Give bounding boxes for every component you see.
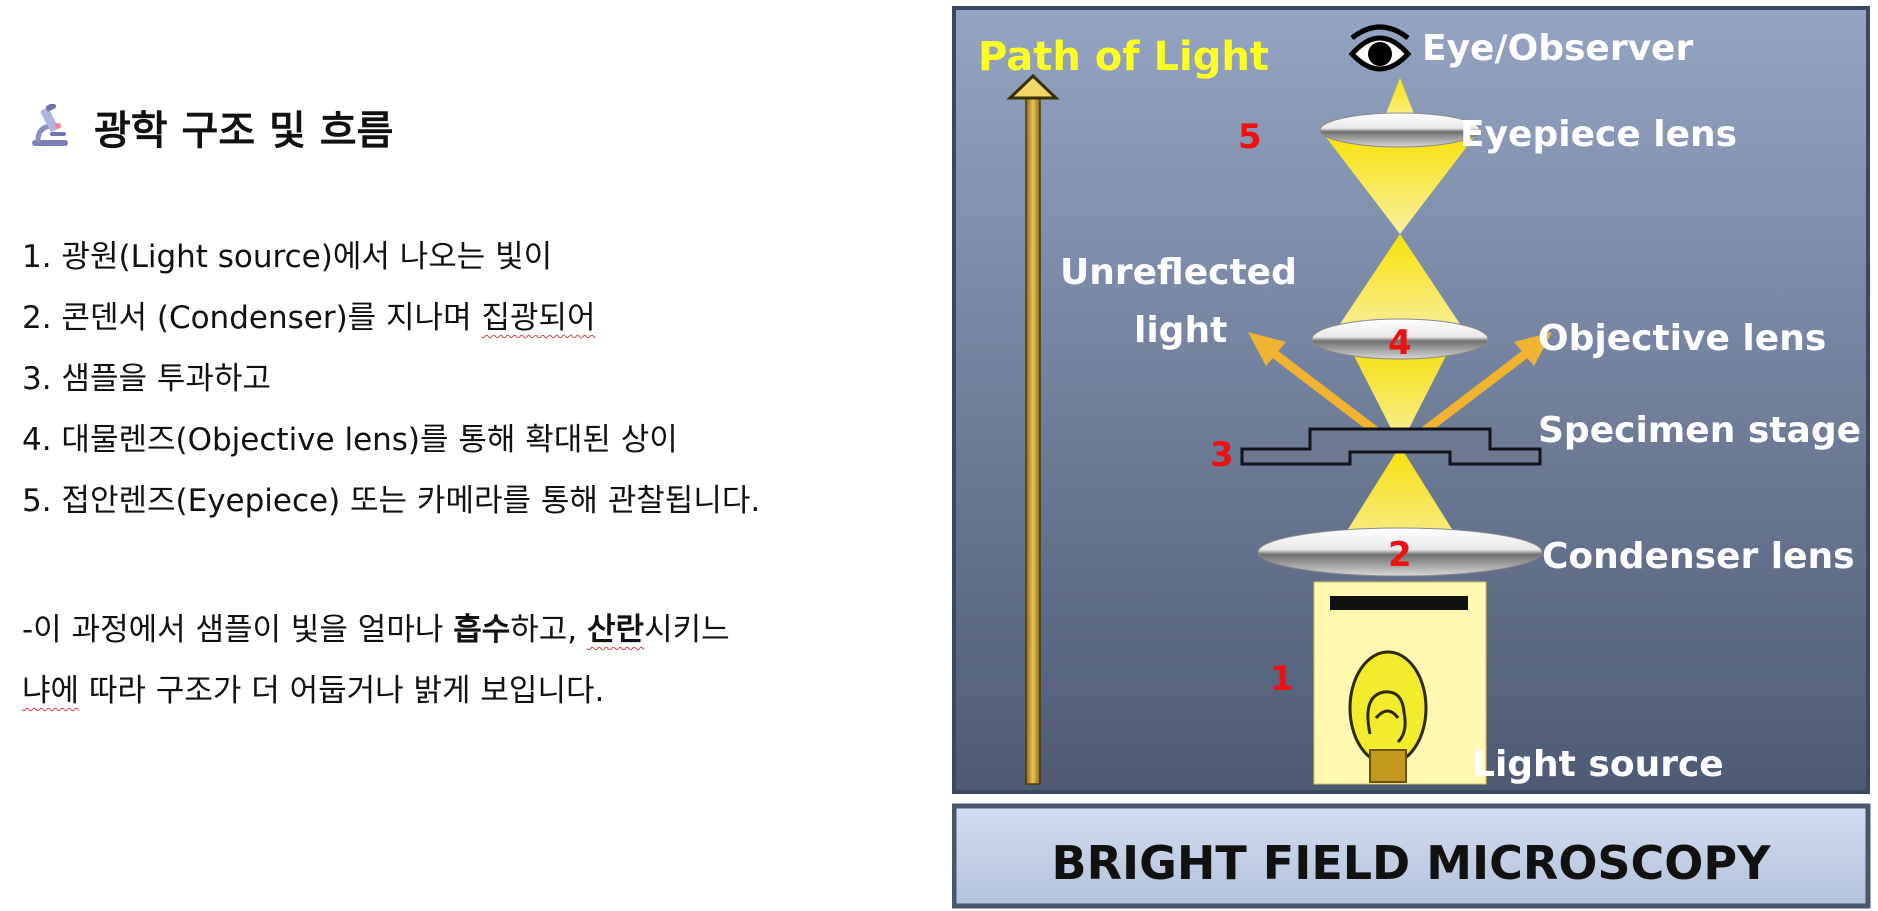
heading-text: 광학 구조 및 흐름 <box>94 108 394 154</box>
note-text: 하고, <box>510 612 588 648</box>
eyepiece-lens-shape <box>1319 112 1481 148</box>
bold-absorb: 흡수 <box>453 612 511 648</box>
objective-lens-shape <box>1311 318 1489 360</box>
spellcheck-word[interactable]: 냐에 <box>22 673 80 709</box>
condenser-lens-label: Condenser lens <box>1542 536 1855 577</box>
step-item: 1. 광원(Light source)에서 나오는 빛이 <box>22 234 760 295</box>
light-source-label: Light source <box>1472 744 1724 785</box>
eyepiece-lens-label: Eyepiece lens <box>1460 114 1737 155</box>
specimen-stage-shape <box>1240 427 1542 466</box>
step-text: 1. 광원(Light source)에서 나오는 빛이 <box>22 239 553 275</box>
step-text: 4. 대물렌즈(Objective lens)를 통해 확대된 상이 <box>22 422 678 458</box>
step-item: 5. 접안렌즈(Eyepiece) 또는 카메라를 통해 관찰됩니다. <box>22 478 760 539</box>
note-text: 시키느 <box>644 612 730 648</box>
section-heading: 광학 구조 및 흐름 <box>28 98 393 156</box>
step-number-3: 3 <box>1210 435 1234 475</box>
note-line-2: 냐에 따라 구조가 더 어둡거나 밝게 보입니다. <box>22 661 730 722</box>
note-line-1: -이 과정에서 샘플이 빛을 얼마나 흡수하고, 산란시키느 <box>22 600 730 661</box>
step-number-2: 2 <box>1388 535 1412 575</box>
process-steps: 1. 광원(Light source)에서 나오는 빛이 2. 콘덴서 (Con… <box>22 234 760 539</box>
step-text: 2. 콘덴서 (Condenser)를 지나며 <box>22 300 482 336</box>
bright-field-diagram: Path of Light Eye/Observer Eyepiece lens… <box>952 6 1871 909</box>
bold-scatter[interactable]: 산란 <box>587 612 645 648</box>
light-path-arrowhead <box>1006 73 1060 100</box>
step-number-5: 5 <box>1238 117 1262 157</box>
spellcheck-word[interactable]: 집광되어 <box>481 300 596 336</box>
step-number-1: 1 <box>1270 659 1294 699</box>
banner-title: BRIGHT FIELD MICROSCOPY <box>1052 836 1772 890</box>
specimen-stage-label: Specimen stage <box>1538 410 1861 451</box>
microscope-icon <box>32 104 68 146</box>
filter-bar <box>1330 596 1468 610</box>
step-item: 2. 콘덴서 (Condenser)를 지나며 집광되어 <box>22 295 760 356</box>
explanation-note: -이 과정에서 샘플이 빛을 얼마나 흡수하고, 산란시키느 냐에 따라 구조가… <box>22 600 730 722</box>
note-text: 따라 구조가 더 어둡거나 밝게 보입니다. <box>79 673 605 709</box>
bulb-base <box>1369 749 1407 783</box>
objective-lens-label: Objective lens <box>1538 318 1826 359</box>
light-bulb-icon <box>1348 650 1428 766</box>
step-item: 3. 샘플을 투과하고 <box>22 356 760 417</box>
unreflected-light-arrows <box>1248 332 1552 436</box>
step-number-4: 4 <box>1388 323 1412 363</box>
step-text: 5. 접안렌즈(Eyepiece) 또는 카메라를 통해 관찰됩니다. <box>22 483 761 519</box>
eye-observer-label: Eye/Observer <box>1422 28 1693 69</box>
step-item: 4. 대물렌즈(Objective lens)를 통해 확대된 상이 <box>22 417 760 478</box>
light-beam <box>1322 78 1478 558</box>
eye-icon <box>1348 24 1412 72</box>
step-text: 3. 샘플을 투과하고 <box>22 361 271 397</box>
condenser-lens-shape <box>1257 527 1543 577</box>
title-banner <box>952 803 1871 909</box>
light-path-rod <box>1025 93 1041 785</box>
unreflected-label: Unreflected <box>1060 252 1297 293</box>
unreflected-light-label: light <box>1134 310 1227 351</box>
path-of-light-label: Path of Light <box>978 34 1269 80</box>
note-text: -이 과정에서 샘플이 빛을 얼마나 <box>22 612 454 648</box>
